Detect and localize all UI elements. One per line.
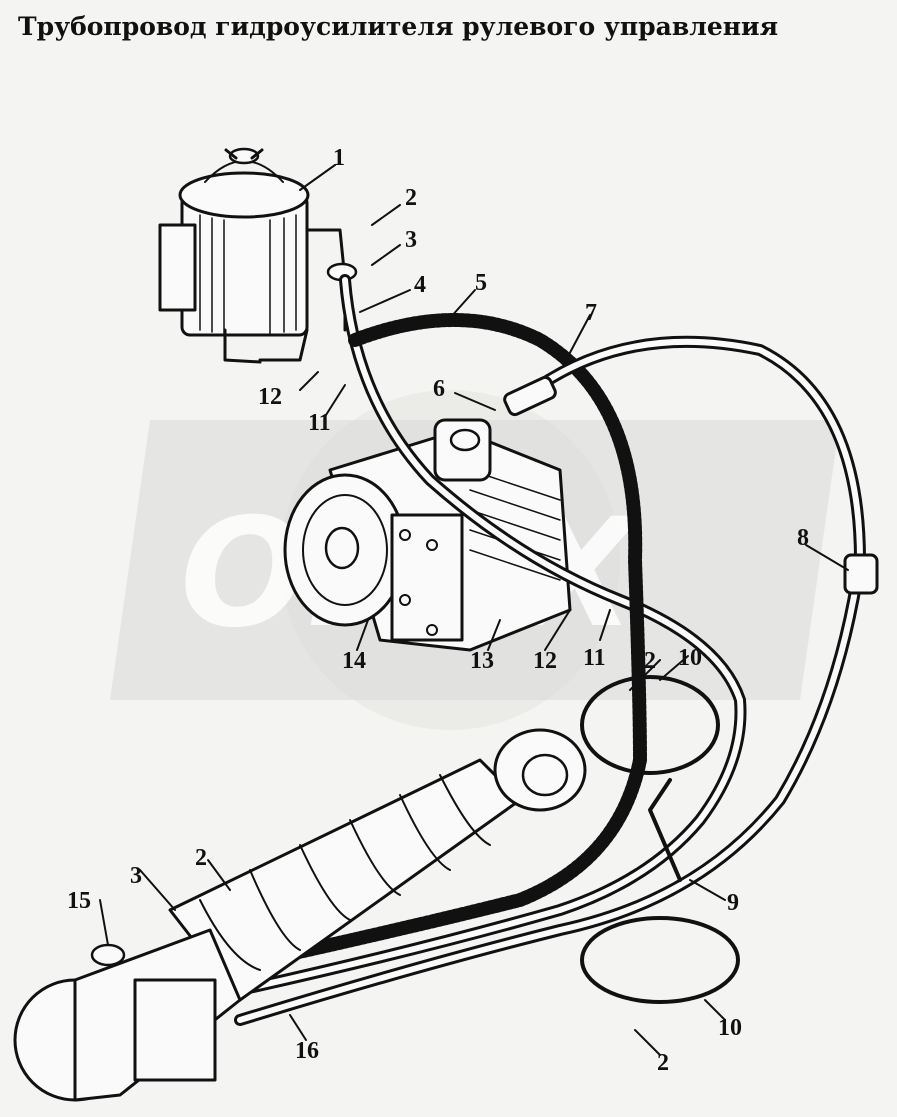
callout-2-clamp-lower: 2 [657, 1050, 669, 1076]
callout-labels: 1 2 3 4 5 6 7 8 9 10 10 11 11 12 12 13 1… [67, 145, 809, 1076]
callout-6: 6 [433, 376, 445, 402]
callout-16: 16 [295, 1038, 319, 1064]
callout-9: 9 [727, 890, 739, 916]
callout-11-lower: 11 [583, 645, 606, 671]
callout-12-lower: 12 [533, 648, 557, 674]
callout-5: 5 [475, 270, 487, 296]
callout-11-upper: 11 [308, 410, 331, 436]
callout-10-lower: 10 [718, 1015, 742, 1041]
callout-4: 4 [414, 272, 426, 298]
callout-7: 7 [585, 300, 597, 326]
steering-gear [13, 728, 587, 1102]
callout-8: 8 [797, 525, 809, 551]
callout-14: 14 [342, 648, 366, 674]
callout-1: 1 [333, 145, 345, 171]
reservoir [158, 147, 358, 364]
callout-2-boot: 2 [195, 845, 207, 871]
power-steering-pump [283, 418, 572, 652]
callout-2-clamp-upper: 2 [644, 648, 656, 674]
callout-10-upper: 10 [678, 645, 702, 671]
page-title: Трубопровод гидроусилителя рулевого упра… [18, 12, 779, 41]
callout-3: 3 [405, 227, 417, 253]
callout-3-boot: 3 [130, 863, 142, 889]
callout-13: 13 [470, 648, 494, 674]
clamps [580, 675, 740, 1004]
callout-12-upper: 12 [258, 384, 282, 410]
callout-15: 15 [67, 888, 91, 914]
leader-lines [99, 164, 849, 1056]
callout-2: 2 [405, 185, 417, 211]
